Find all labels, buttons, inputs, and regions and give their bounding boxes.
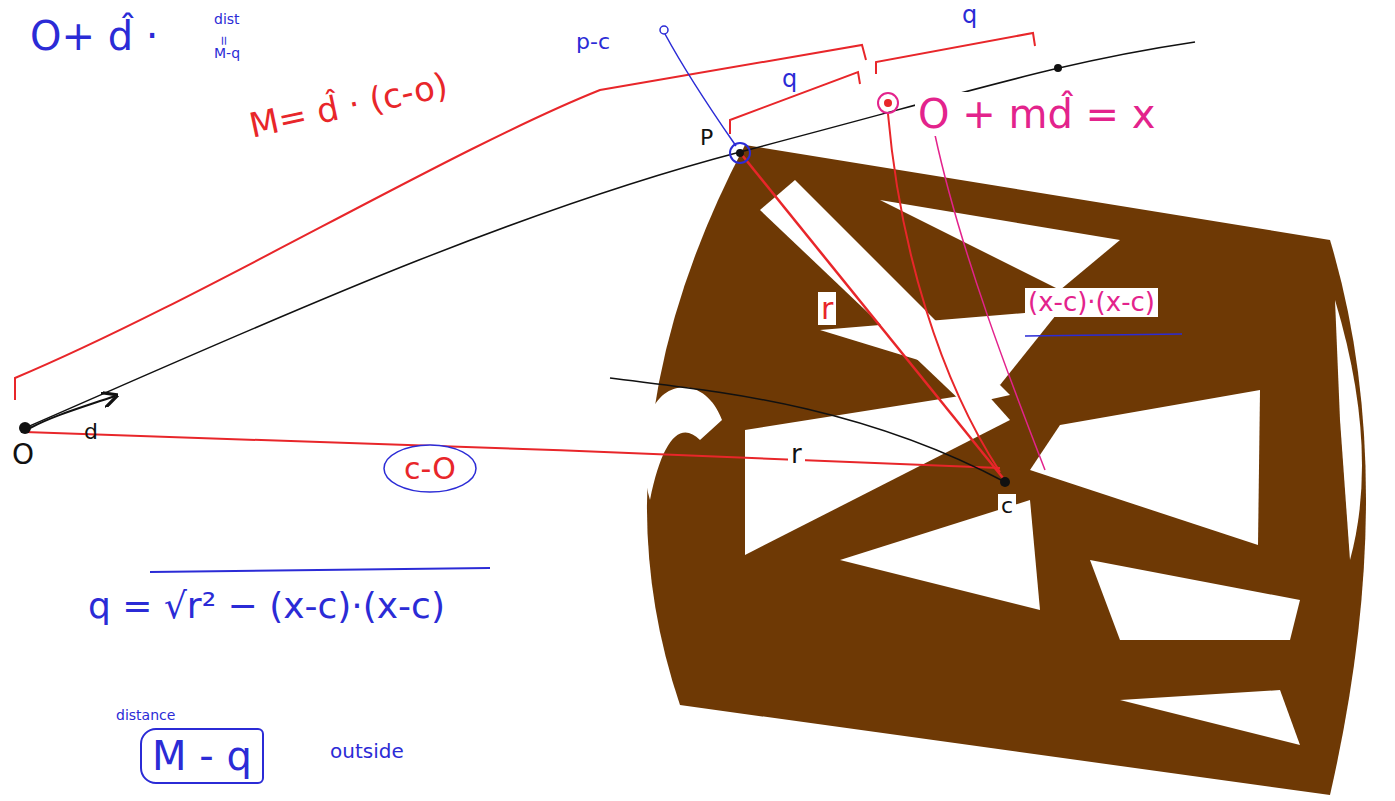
radical-bar <box>150 568 490 572</box>
note-text: outside <box>330 740 404 762</box>
formula-text: M= d̂ · (c-o) <box>246 67 451 145</box>
point-ring <box>878 93 898 113</box>
formula-text: O+ d̂ · <box>30 14 159 58</box>
x-to-c-line <box>888 114 1000 472</box>
q-bracket <box>876 33 1035 74</box>
white-patch <box>1030 390 1260 545</box>
formula-text: O + md̂ = x <box>915 92 1158 136</box>
equals-sign: = <box>217 35 231 46</box>
formula-text: M-q <box>214 46 240 61</box>
box-heading: distance <box>116 708 175 723</box>
direction-label: d <box>84 420 98 444</box>
length-label: q <box>962 2 977 28</box>
sphere-patches <box>643 180 1362 745</box>
point-dot <box>736 149 744 157</box>
origin-dot <box>19 422 31 434</box>
formula-text: dist <box>214 12 240 27</box>
underline <box>1025 334 1182 336</box>
white-patch <box>1335 300 1362 560</box>
white-patch <box>1090 560 1300 640</box>
ellipse-outline <box>384 445 476 492</box>
ray-line <box>25 42 1195 428</box>
length-label: q <box>782 66 797 92</box>
formula-text: q = √r² − (x-c)·(x-c) <box>88 586 445 626</box>
leader-end <box>660 26 668 34</box>
circled-term: c-O <box>382 443 478 494</box>
radius-line <box>742 155 1003 478</box>
point-ring <box>730 143 750 163</box>
white-patch <box>820 310 1060 385</box>
origin-label: O <box>12 440 34 471</box>
point-dot <box>1054 64 1062 72</box>
boxed-result: distanceM - q <box>140 728 264 784</box>
direction-arrow <box>30 396 115 428</box>
point-dot <box>884 99 892 107</box>
white-patch <box>1120 690 1300 745</box>
distance-bracket <box>15 45 866 400</box>
center-vector <box>25 432 1000 468</box>
radius-label: r <box>818 292 836 325</box>
node-text: c-O <box>404 452 456 485</box>
node-text: M - q <box>152 734 252 778</box>
sphere-shape <box>647 145 1366 795</box>
point-label: P <box>700 126 713 150</box>
formula-text: (x-c)·(x-c) <box>1025 288 1158 317</box>
radius-label: r <box>788 440 805 469</box>
radius-line <box>610 378 1005 482</box>
white-patch <box>643 387 722 500</box>
vector-label: p-c <box>576 30 610 54</box>
center-dot <box>1000 477 1010 487</box>
center-label: c <box>998 494 1016 518</box>
